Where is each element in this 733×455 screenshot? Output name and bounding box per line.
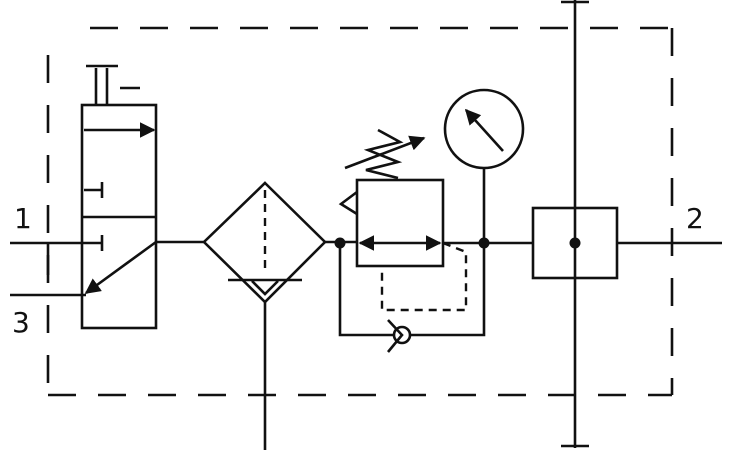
regulator-pilot: [338, 190, 358, 216]
pressure-gauge: [443, 88, 525, 243]
regulator-pilot-line: [380, 241, 468, 312]
filter-with-drain: [202, 181, 327, 450]
gauge-needle: [464, 108, 504, 152]
shutoff-valve: [80, 103, 158, 330]
valve-exhaust-arrow: [84, 240, 157, 295]
bypass-check-valve: [338, 243, 486, 353]
adjustment-arrow: [344, 135, 426, 170]
assembly-boundary: [46, 26, 674, 397]
lock-actuator: [86, 64, 140, 105]
output-manifold: [531, 0, 722, 448]
port-label-exhaust: 3: [12, 306, 30, 339]
regulator-spring: [363, 128, 404, 180]
pressure-regulator: [338, 128, 468, 312]
port-label-outlet: 2: [686, 202, 704, 235]
port-label-supply: 1: [14, 202, 32, 235]
